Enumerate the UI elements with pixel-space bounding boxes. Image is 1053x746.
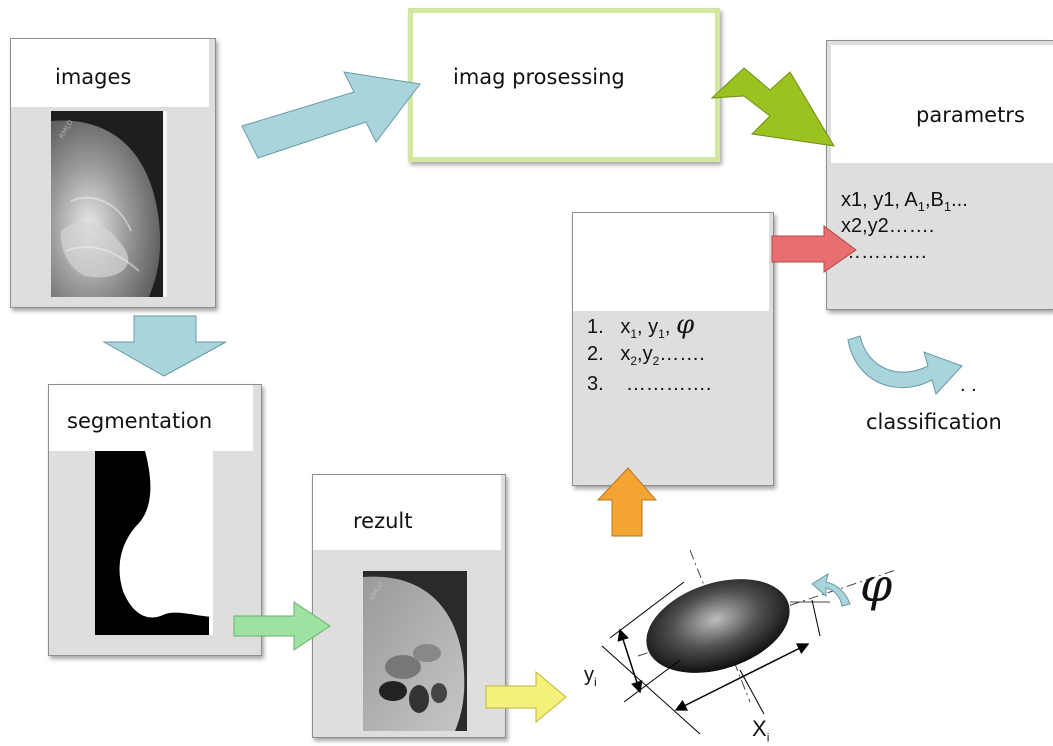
classification-label: classification [866,410,1002,434]
ellipse-shape [646,579,790,673]
processing-box: imag prosessing [408,8,720,162]
list-item-3: 3. …………. [587,373,712,395]
yi-dimension-arrow [617,628,643,694]
ellipse-xi-label: Xi [752,716,770,745]
parameters-box: parametrs x1, y1, A1,B1... x2,y2……. …………… [826,40,1053,310]
classification-mark: . . [960,374,977,396]
parameters-label: parametrs [831,45,1053,163]
ellipse-diagram [601,549,897,735]
mammogram-image: RMLO [51,111,167,297]
arrow-segmentation-to-result [233,601,331,651]
segmentation-box: segmentation [48,384,262,656]
segmentation-mask [95,451,213,635]
arrow-processing-to-parameters [710,67,835,147]
images-box: images RMLO [10,38,216,308]
arrow-images-to-segmentation [102,315,227,377]
images-label: images [11,39,209,107]
processing-label: imag prosessing [453,65,625,89]
list-header [573,213,769,311]
ellipse-yi-label: yi [584,664,597,689]
arrow-list-to-parameters [771,225,857,273]
list-item-1: 1. x1, y1, φ [587,310,695,341]
ellipse-phi-label: φ [860,558,893,612]
arrow-result-to-ellipse [485,670,567,724]
arrow-result-to-list [596,467,658,537]
segmentation-label: segmentation [49,385,253,451]
parameters-line-1: x1, y1, A1,B1... [841,189,968,214]
parameters-line-2: x2,y2……. [841,215,935,237]
xi-dimension-arrow [674,643,810,711]
result-image: RMLO [363,571,467,731]
parameters-line-3: …………. [841,241,927,263]
list-box: 1. x1, y1, φ 2. x2,y2……. 3. …………. [572,212,774,486]
arrow-images-to-processing [241,71,421,159]
result-box: rezult RMLO [312,474,506,738]
classification-curved-arrow [847,335,963,395]
phi-rotation-arrow [811,572,851,607]
result-label: rezult [313,475,501,550]
list-item-2: 2. x2,y2……. [587,343,705,368]
